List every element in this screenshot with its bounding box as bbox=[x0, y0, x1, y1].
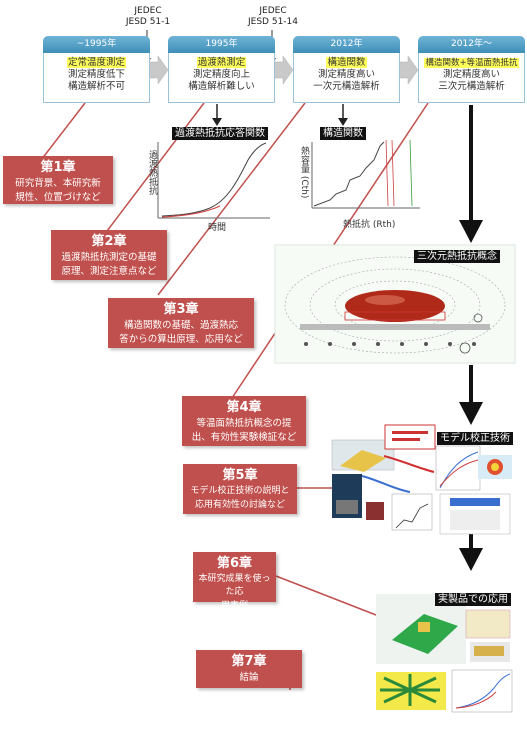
era-box-4-line3: 三次元構造解析 bbox=[438, 81, 505, 92]
era-box-4-head: 2012年～ bbox=[418, 36, 525, 53]
connector-ch6 bbox=[276, 576, 376, 615]
structure-curve bbox=[314, 142, 384, 206]
structure-chart bbox=[312, 140, 420, 208]
era-box-3-line3: 一次元構造解析 bbox=[313, 81, 380, 92]
era-box-3-body: 構造関数 測定精度高い 一次元構造解析 bbox=[293, 53, 400, 103]
chapter-2-box: 第2章 過渡熱抵抗測定の基礎 原理、測定注意点など bbox=[51, 230, 167, 280]
chapter-2-title: 第2章 bbox=[51, 230, 167, 250]
transient-panel-title: 過渡熱抵抗応答関数 bbox=[172, 127, 268, 140]
jedec-label-1: JEDEC JESD 51-1 bbox=[123, 6, 173, 28]
era-box-4-line2: 測定精度高い bbox=[443, 69, 500, 80]
transient-xlabel: 時間 bbox=[208, 220, 226, 233]
chapter-2-desc-line1: 過渡熱抵抗測定の基礎 bbox=[51, 250, 167, 264]
chapter-5-box: 第5章 モデル校正技術の説明と 応用有効性の討論など bbox=[183, 464, 297, 514]
chapter-4-desc-line2: 出、有効性実験検証など bbox=[182, 430, 306, 444]
era-box-1-body: 定常温度測定 測定精度低下 構造解析不可 bbox=[43, 53, 150, 103]
structure-xlabel: 熱抵抗 (Rth) bbox=[343, 217, 395, 230]
chapter-1-box: 第1章 研究背景、本研究新 規性、位置づけなど bbox=[3, 156, 113, 204]
connector-ch1 bbox=[38, 103, 85, 164]
chapter-1-desc-line1: 研究背景、本研究新 bbox=[3, 176, 113, 190]
application-panel-title: 実製品での応用 bbox=[435, 593, 511, 606]
chapter-3-desc-line2: 答からの算出原理、応用など bbox=[108, 332, 254, 346]
jedec-label-1-line2: JESD 51-1 bbox=[123, 17, 173, 28]
jedec-label-2-line1: JEDEC bbox=[245, 6, 301, 17]
era-box-2-highlight: 過渡熱測定 bbox=[197, 57, 247, 68]
big-arrow-2-head bbox=[459, 402, 483, 425]
era-box-2-body: 過渡熱測定 測定精度向上 構造解析難しい bbox=[168, 53, 275, 103]
chapter-1-desc-line2: 規性、位置づけなど bbox=[3, 190, 113, 204]
chapter-7-desc-line2 bbox=[196, 684, 302, 685]
down-arrow-transient-head bbox=[212, 118, 222, 126]
concept-panel-title: 三次元熱抵抗概念 bbox=[414, 250, 500, 263]
chapter-5-desc-line2: 応用有効性の討論など bbox=[183, 498, 297, 512]
chapter-6-desc-line2: 用事例 bbox=[193, 599, 276, 613]
chapter-5-desc-line1: モデル校正技術の説明と bbox=[183, 484, 297, 498]
big-arrow-1-shaft bbox=[469, 105, 473, 223]
era-box-3-highlight: 構造関数 bbox=[326, 57, 366, 68]
big-arrow-2-shaft bbox=[469, 365, 473, 405]
era-box-3-line2: 測定精度高い bbox=[318, 69, 375, 80]
structure-curve-green bbox=[410, 140, 412, 206]
era-box-4-highlight: 構造関数+等温面熱抵抗 bbox=[424, 58, 518, 68]
transient-chart bbox=[158, 142, 270, 218]
chapter-3-desc-line1: 構造関数の基礎、過渡熱応 bbox=[108, 318, 254, 332]
chapter-6-title: 第6章 bbox=[193, 552, 276, 572]
era-box-2-line2: 測定精度向上 bbox=[193, 69, 250, 80]
application-panel bbox=[376, 594, 512, 712]
chapter-3-title: 第3章 bbox=[108, 298, 254, 318]
big-arrow-1-head bbox=[459, 220, 483, 243]
chapter-6-desc-line1: 本研究成果を使った応 bbox=[193, 572, 276, 599]
structure-panel-title: 構造関数 bbox=[320, 127, 366, 140]
structure-curve-red bbox=[386, 140, 394, 206]
era-box-2-line3: 構造解析難しい bbox=[188, 81, 255, 92]
era-box-3: 2012年 構造関数 測定精度高い 一次元構造解析 bbox=[293, 36, 400, 103]
jedec-label-2-line2: JESD 51-14 bbox=[245, 17, 301, 28]
transient-ylabel: 過渡熱抵抗 bbox=[146, 150, 157, 195]
chapter-2-desc-line2: 原理、測定注意点など bbox=[51, 264, 167, 278]
chapter-4-desc-line1: 等温面熱抵抗概念の提 bbox=[182, 416, 306, 430]
jedec-label-1-line1: JEDEC bbox=[123, 6, 173, 17]
era-box-1: ~1995年 定常温度測定 測定精度低下 構造解析不可 bbox=[43, 36, 150, 103]
era-box-1-line2: 測定精度低下 bbox=[68, 69, 125, 80]
transient-curve bbox=[162, 143, 266, 216]
era-box-4-body: 構造関数+等温面熱抵抗 測定精度高い 三次元構造解析 bbox=[418, 53, 525, 103]
heat-source-blob bbox=[345, 290, 445, 322]
chapter-7-box: 第7章 結論 bbox=[196, 650, 302, 688]
chapter-4-box: 第4章 等温面熱抵抗概念の提 出、有効性実験検証など bbox=[182, 396, 306, 446]
chapter-6-box: 第6章 本研究成果を使った応 用事例 bbox=[193, 552, 276, 602]
era-box-3-head: 2012年 bbox=[293, 36, 400, 53]
chapter-5-title: 第5章 bbox=[183, 464, 297, 484]
jedec-label-2: JEDEC JESD 51-14 bbox=[245, 6, 301, 28]
big-arrow-3-head bbox=[459, 548, 483, 571]
chapter-3-box: 第3章 構造関数の基礎、過渡熱応 答からの算出原理、応用など bbox=[108, 298, 254, 348]
era-box-2-head: 1995年 bbox=[168, 36, 275, 53]
era-box-2: 1995年 過渡熱測定 測定精度向上 構造解析難しい bbox=[168, 36, 275, 103]
era-box-1-line3: 構造解析不可 bbox=[68, 81, 125, 92]
calibration-panel-title: モデル校正技術 bbox=[437, 432, 513, 445]
down-arrow-structure-head bbox=[338, 118, 348, 126]
chapter-7-title: 第7章 bbox=[196, 650, 302, 670]
chapter-7-desc-line1: 結論 bbox=[196, 670, 302, 684]
structure-ylabel: 熱容量 (Cth) bbox=[298, 146, 309, 198]
era-box-4: 2012年～ 構造関数+等温面熱抵抗 測定精度高い 三次元構造解析 bbox=[418, 36, 525, 103]
chapter-4-title: 第4章 bbox=[182, 396, 306, 416]
era-box-1-head: ~1995年 bbox=[43, 36, 150, 53]
era-box-1-highlight: 定常温度測定 bbox=[67, 57, 126, 68]
chapter-1-title: 第1章 bbox=[3, 156, 113, 176]
